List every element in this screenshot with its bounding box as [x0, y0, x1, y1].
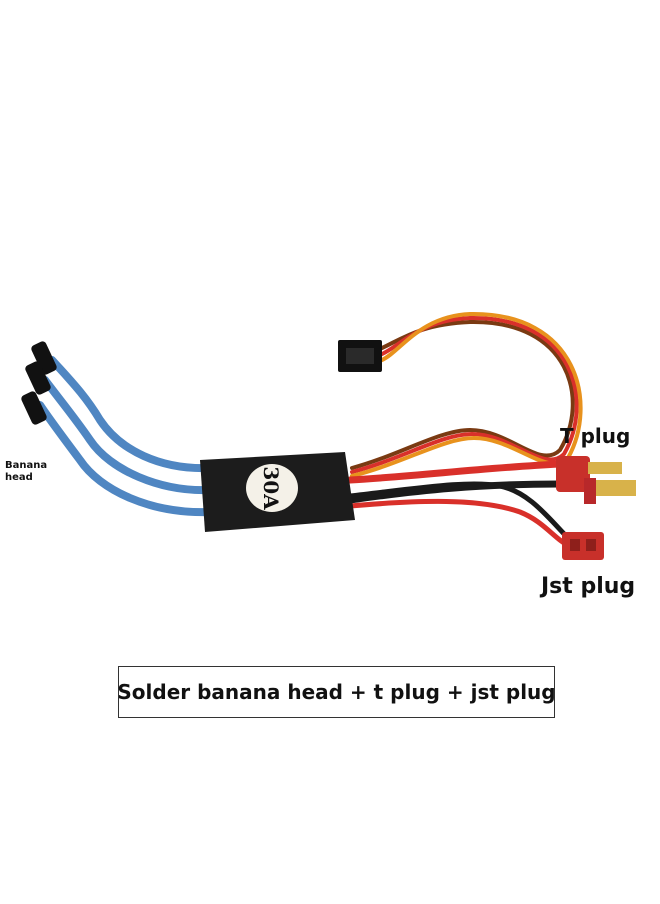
servo-connector	[338, 340, 382, 372]
esc-rating-text: 30A	[259, 466, 283, 510]
power-wires	[346, 460, 573, 549]
jst-plug-label: Jst plug	[541, 574, 636, 599]
banana-connectors	[21, 341, 57, 425]
rating-badge	[246, 464, 298, 512]
motor-wires	[36, 356, 214, 517]
banana-label-line1: Banana	[5, 460, 48, 471]
caption-box: Solder banana head + t plug + jst plug	[117, 666, 556, 718]
esc-body	[200, 452, 355, 532]
banana-label-line2: head	[5, 472, 33, 483]
jst-plug-connector	[562, 532, 604, 560]
caption-text: Solder banana head + t plug + jst plug	[117, 680, 556, 704]
t-plug-label: T plug	[560, 424, 631, 448]
signal-wire	[350, 311, 583, 478]
t-plug-connector	[556, 456, 636, 504]
banana-head-label: Banana head	[5, 460, 47, 484]
